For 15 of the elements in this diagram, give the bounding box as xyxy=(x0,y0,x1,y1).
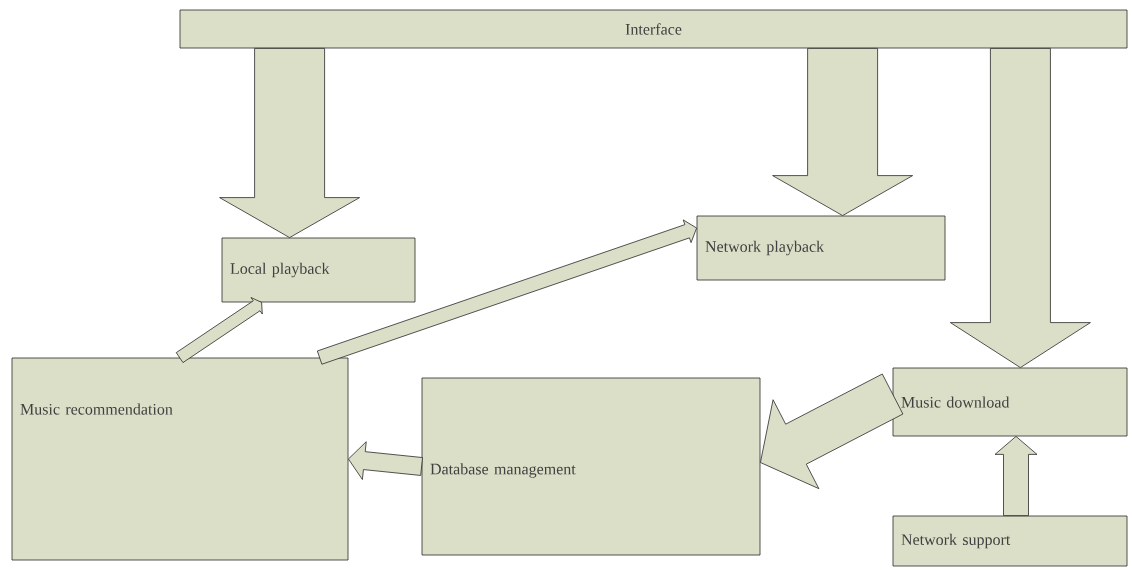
process-box: Music recommendation xyxy=(11,357,349,561)
block-arrow xyxy=(994,436,1038,516)
block-arrow xyxy=(348,441,423,480)
process-box: Network support xyxy=(892,515,1128,567)
block-arrow xyxy=(175,297,263,363)
process-box: Local playback xyxy=(221,237,416,303)
block-arrow xyxy=(760,373,904,490)
block-arrow xyxy=(950,48,1091,368)
block-arrow xyxy=(316,219,697,365)
process-box: Network playback xyxy=(696,215,946,281)
block-arrow xyxy=(219,48,360,238)
process-box: Interface xyxy=(179,9,1128,49)
process-box: Music download xyxy=(892,367,1128,437)
process-box: Database management xyxy=(421,377,761,556)
block-arrow xyxy=(772,48,913,216)
